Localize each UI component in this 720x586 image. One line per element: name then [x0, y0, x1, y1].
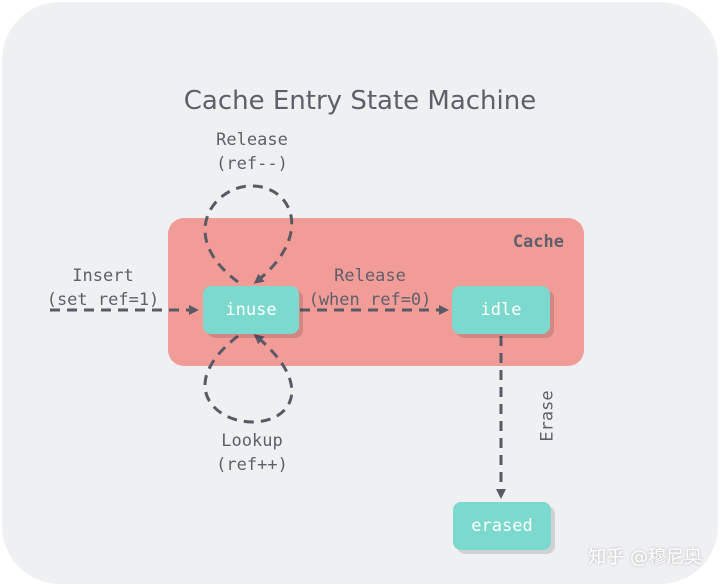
release-to-idle-label-line2: (when ref=0) [308, 290, 432, 310]
lookup-self-loop-edge [203, 334, 294, 424]
release-self-label-line1: Release [216, 130, 288, 150]
release-self-loop-edge [203, 184, 294, 284]
release-self-label: Release (ref--) [190, 128, 314, 176]
insert-label-line1: Insert [72, 266, 134, 286]
release-to-idle-label-line1: Release [334, 266, 406, 286]
lookup-self-label-line2: (ref++) [216, 455, 288, 475]
node-idle: idle [452, 286, 550, 334]
insert-label-line2: (set ref=1) [46, 290, 160, 310]
release-to-idle-label: Release (when ref=0) [298, 264, 442, 312]
insert-label: Insert (set ref=1) [36, 264, 170, 312]
watermark: 知乎 @穆尼奥 [588, 547, 702, 568]
diagram-title: Cache Entry State Machine [183, 86, 537, 116]
node-inuse: inuse [203, 286, 299, 334]
lookup-self-label-line1: Lookup [221, 431, 283, 451]
erase-label: Erase [537, 390, 558, 442]
release-self-label-line2: (ref--) [216, 154, 288, 174]
node-erased: erased [453, 502, 551, 550]
lookup-self-label: Lookup (ref++) [190, 429, 314, 477]
cache-label: Cache [512, 232, 564, 252]
